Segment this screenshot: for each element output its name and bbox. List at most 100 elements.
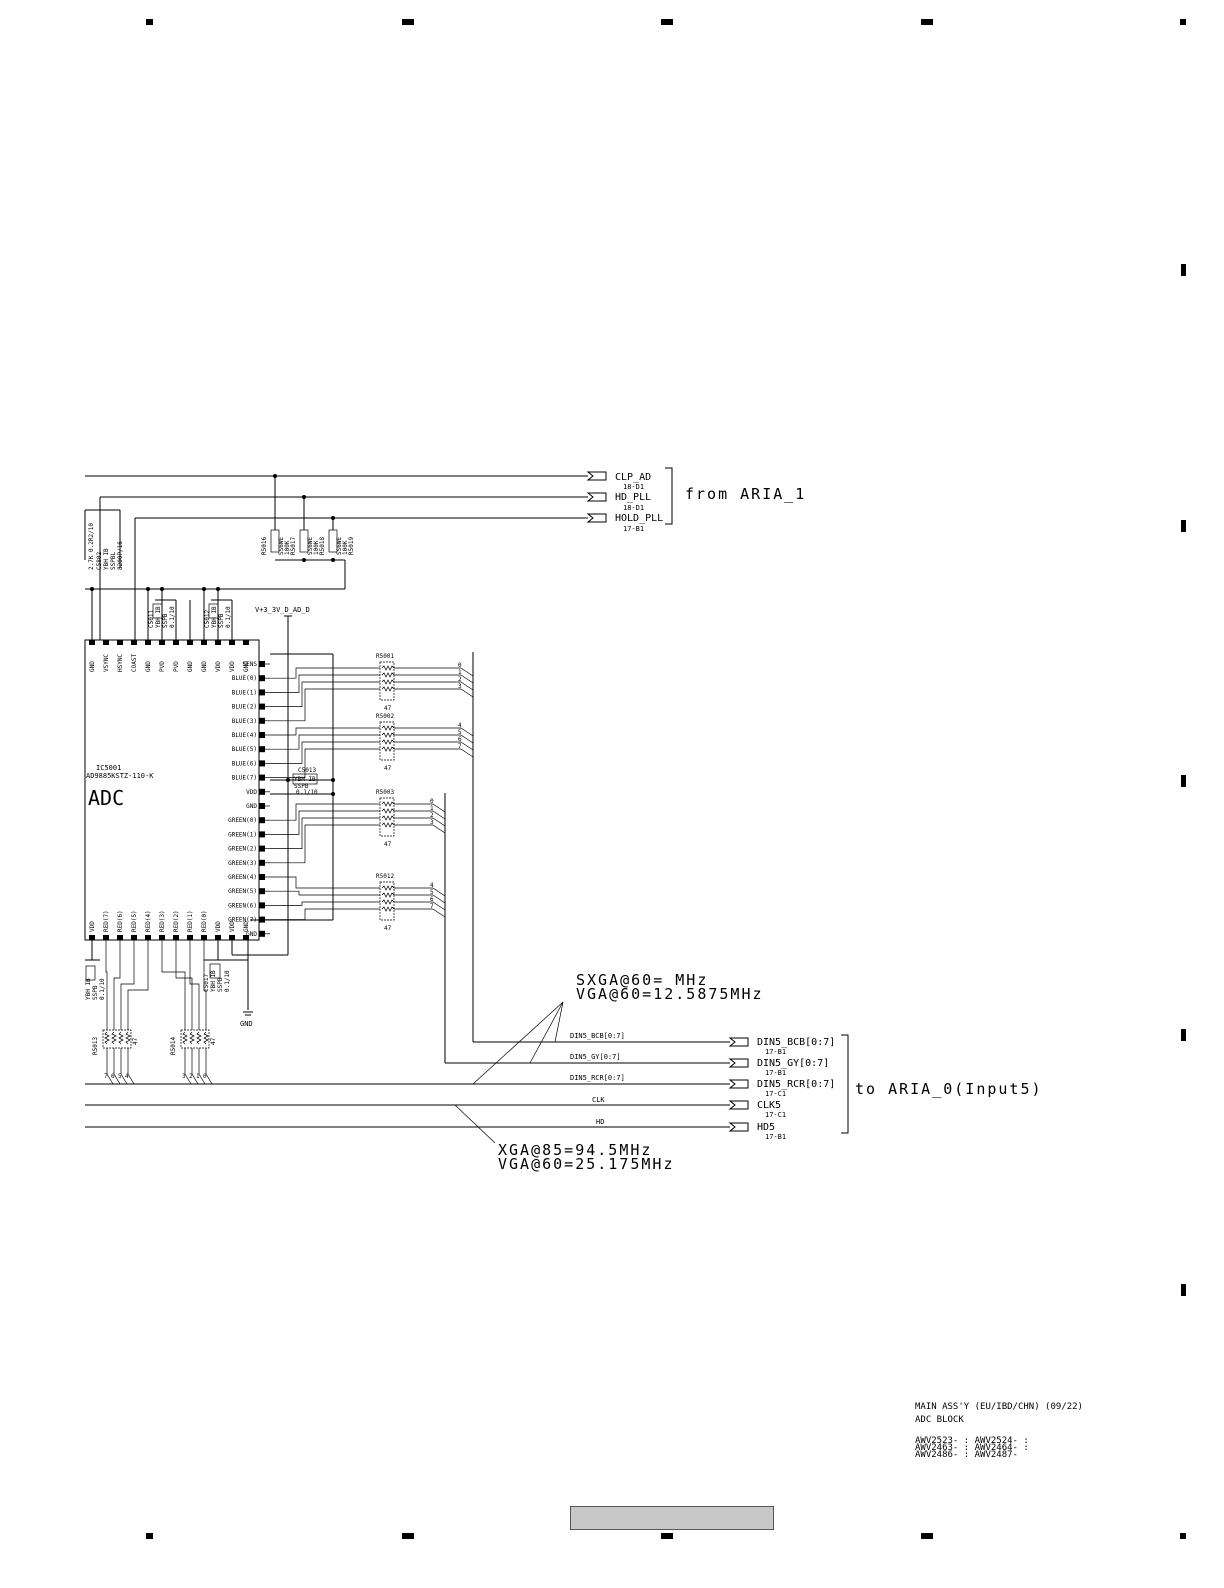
bottom-pin bbox=[131, 935, 137, 940]
right-pin-label: GREEN(3) bbox=[228, 860, 257, 867]
bus-entry bbox=[205, 1073, 213, 1085]
signal-trace bbox=[270, 817, 380, 849]
resistor-array-body bbox=[379, 797, 395, 837]
right-pin-label: GND bbox=[246, 803, 257, 810]
ic5001: IC5001 AD9885KSTZ-110-K ADC bbox=[84, 639, 260, 941]
right-pin bbox=[259, 675, 265, 682]
sxga-note: SXGA@60= MHz bbox=[576, 971, 708, 989]
svg-text:0.1/10: 0.1/10 bbox=[99, 978, 106, 1000]
resistor-array-value: 47 bbox=[384, 765, 392, 772]
svg-text:SSPB: SSPB bbox=[92, 985, 99, 1000]
right-pin bbox=[259, 845, 265, 852]
signal-trace bbox=[270, 803, 380, 821]
right-resistor-arrays: R5001470123R5002474567R5003470123R501247… bbox=[270, 653, 474, 932]
right-pin-label: GND bbox=[246, 931, 257, 938]
bottom-pin-label: RED(1) bbox=[187, 910, 194, 932]
out-rcr: DIN5_RCR[0:7] bbox=[757, 1079, 835, 1090]
bus-entry bbox=[460, 667, 474, 677]
resistor-array-value: 47 bbox=[384, 705, 392, 712]
input-hd-pll-ref: 18-D1 bbox=[623, 504, 644, 512]
right-pin-label: BLUE(5) bbox=[232, 746, 257, 753]
svg-text:100K: 100K bbox=[342, 540, 349, 555]
signal-trace bbox=[270, 908, 380, 920]
bottom-pin-label: GND bbox=[243, 921, 250, 932]
resistor-array-value: 47 bbox=[210, 1037, 217, 1045]
bus-entry bbox=[432, 901, 446, 911]
bit-label: 3 bbox=[182, 1073, 186, 1080]
bit-label: 4 bbox=[430, 882, 434, 889]
resistor-array-value: 47 bbox=[384, 841, 392, 848]
bus-gy-label: DIN5_GY[0:7] bbox=[570, 1053, 621, 1061]
bus-entry bbox=[460, 727, 474, 737]
top-pin-label: GND bbox=[89, 661, 96, 672]
bottom-decoupling: C5017 YBH IB SSPB 0.1/10 GND YBH IB SSPB… bbox=[85, 940, 253, 1028]
bottom-pin bbox=[201, 935, 207, 940]
bus-entry bbox=[460, 674, 474, 684]
svg-text:0.1/10: 0.1/10 bbox=[169, 606, 176, 628]
right-pin bbox=[259, 859, 265, 866]
svg-text:17-B1: 17-B1 bbox=[765, 1133, 786, 1141]
bit-label: 5 bbox=[118, 1073, 122, 1080]
svg-text:YBH IB: YBH IB bbox=[211, 606, 218, 628]
bus-entry bbox=[432, 908, 446, 918]
bus-entry bbox=[127, 1073, 135, 1085]
svg-text:SSPB: SSPB bbox=[294, 783, 309, 790]
resistor-symbol bbox=[381, 686, 395, 692]
right-pin-label: BLUE(4) bbox=[232, 732, 257, 739]
bottom-pin bbox=[215, 935, 221, 940]
svg-text:YBH IB: YBH IB bbox=[210, 970, 217, 992]
resistor-symbol bbox=[381, 822, 395, 828]
svg-text:100K: 100K bbox=[284, 540, 291, 555]
svg-text:0.1/10: 0.1/10 bbox=[225, 606, 232, 628]
signal-trace bbox=[270, 741, 380, 764]
resistor-array-body bbox=[379, 721, 395, 761]
top-pin bbox=[103, 640, 109, 645]
resistor-symbol bbox=[381, 899, 395, 905]
resistor-symbol bbox=[182, 1031, 188, 1045]
bus-entry bbox=[106, 1073, 114, 1085]
bottom-pin-label: RED(4) bbox=[145, 910, 152, 932]
c5012-label: C5012 bbox=[204, 610, 211, 628]
top-pin-label: COAST bbox=[131, 654, 138, 672]
svg-text:YBH IB: YBH IB bbox=[103, 548, 110, 570]
input-hold-pll-ref: 17-B1 bbox=[623, 525, 644, 533]
signal-trace bbox=[270, 674, 380, 693]
out-gy: DIN5_GY[0:7] bbox=[757, 1058, 829, 1069]
right-pin-label: BLUE(1) bbox=[232, 689, 257, 696]
ic-right-pins: SENSBLUE(0)BLUE(1)BLUE(2)BLUE(3)BLUE(4)B… bbox=[228, 661, 270, 938]
resistor-symbol bbox=[381, 672, 395, 678]
top-decoupling: C5011 YBH IB SSPB 0.1/10 C5012 YBH IB SS… bbox=[85, 560, 346, 955]
resistor-symbol bbox=[381, 808, 395, 814]
resistor-array-body bbox=[102, 1029, 132, 1049]
supply-label: V+3_3V_D_AD_D bbox=[255, 606, 310, 614]
top-pin-label: HSYNC bbox=[117, 654, 124, 672]
bus-hd-label: HD bbox=[596, 1118, 604, 1126]
svg-text:SS6WE: SS6WE bbox=[307, 537, 314, 555]
signal-trace bbox=[270, 688, 380, 722]
resistor-symbol bbox=[118, 1031, 124, 1045]
svg-text:8200P/16: 8200P/16 bbox=[117, 541, 124, 570]
resistor-symbol bbox=[381, 906, 395, 912]
right-pin-label: GREEN(7) bbox=[228, 917, 257, 924]
bit-label: 7 bbox=[458, 743, 462, 750]
resistor-symbol bbox=[104, 1031, 110, 1045]
top-pin bbox=[173, 640, 179, 645]
resistor-symbol bbox=[381, 815, 395, 821]
svg-text:YBH IB: YBH IB bbox=[155, 606, 162, 628]
bit-label: 6 bbox=[458, 736, 462, 743]
bit-label: 1 bbox=[430, 805, 434, 812]
top-pin-label: GND bbox=[243, 661, 250, 672]
right-pin-label: GREEN(5) bbox=[228, 888, 257, 895]
bus-entry bbox=[432, 824, 446, 834]
input-clp-ad: CLP_AD bbox=[615, 472, 651, 483]
bottom-pin-label: VDD bbox=[89, 921, 96, 932]
resistor-symbol bbox=[381, 679, 395, 685]
resistor-array-ref: R5012 bbox=[376, 873, 394, 880]
bus-entry bbox=[120, 1073, 128, 1085]
bottom-pin-label: RED(6) bbox=[117, 910, 124, 932]
right-pin bbox=[259, 661, 265, 667]
frequency-notes: SXGA@60= MHz VGA@60=12.5875MHz XGA@85=94… bbox=[454, 971, 762, 1173]
right-pin-label: BLUE(3) bbox=[232, 718, 257, 725]
top-pin bbox=[159, 640, 165, 645]
bit-label: 4 bbox=[458, 722, 462, 729]
